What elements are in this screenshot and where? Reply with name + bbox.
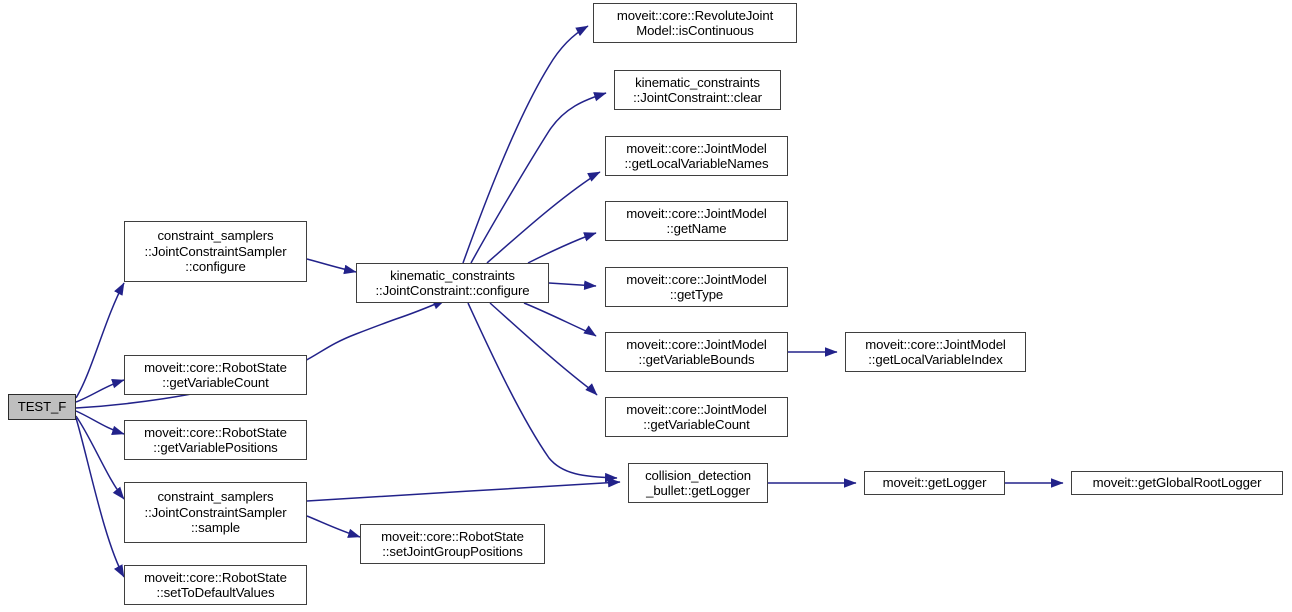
- edge-jcs_sample-to-rs_setjointgrouppositions: [306, 515, 361, 538]
- node-label: collision_detection _bullet::getLogger: [645, 467, 751, 499]
- edge-test_f-to-rs_getvariablecount: [75, 379, 125, 403]
- node-label: moveit::getGlobalRootLogger: [1092, 475, 1262, 491]
- node-label: moveit::core::JointModel ::getType: [626, 271, 767, 303]
- node-jm_getname[interactable]: moveit::core::JointModel ::getName: [605, 201, 788, 241]
- node-label: moveit::getLogger: [882, 475, 987, 491]
- node-jm_getlocalvariablenames[interactable]: moveit::core::JointModel ::getLocalVaria…: [605, 136, 788, 176]
- node-label: moveit::core::RobotState ::setToDefaultV…: [144, 569, 287, 601]
- node-label: TEST_F: [17, 399, 67, 415]
- node-rs_getvariablecount[interactable]: moveit::core::RobotState ::getVariableCo…: [124, 355, 307, 395]
- node-label: kinematic_constraints ::JointConstraint:…: [633, 74, 762, 106]
- node-rjm_iscontinuous[interactable]: moveit::core::RevoluteJoint Model::isCon…: [593, 3, 797, 43]
- node-label: moveit::core::RobotState ::setJointGroup…: [381, 528, 524, 560]
- edge-kc_jc_configure-to-cdb_getlogger: [467, 302, 618, 483]
- node-moveit_getlogger[interactable]: moveit::getLogger: [864, 471, 1005, 495]
- node-rs_getvariablepositions[interactable]: moveit::core::RobotState ::getVariablePo…: [124, 420, 307, 460]
- edge-jcs_sample-to-cdb_getlogger: [306, 477, 621, 502]
- node-rs_setjointgrouppositions[interactable]: moveit::core::RobotState ::setJointGroup…: [360, 524, 545, 564]
- node-label: constraint_samplers ::JointConstraintSam…: [144, 489, 287, 536]
- node-label: moveit::core::RobotState ::getVariableCo…: [144, 359, 287, 391]
- node-label: constraint_samplers ::JointConstraintSam…: [144, 228, 287, 275]
- node-label: moveit::core::JointModel ::getLocalVaria…: [865, 336, 1006, 368]
- edge-test_f-to-rs_getvariablepositions: [75, 410, 125, 435]
- node-label: moveit::core::JointModel ::getLocalVaria…: [624, 140, 769, 172]
- edge-test_f-to-rs_settodefaultvalues: [75, 417, 125, 578]
- edge-test_f-to-jcs_configure: [75, 282, 125, 399]
- edge-kc_jc_configure-to-jm_getlocalvariablenames: [486, 171, 601, 264]
- node-kc_jc_clear[interactable]: kinematic_constraints ::JointConstraint:…: [614, 70, 781, 110]
- edge-kc_jc_configure-to-jm_getvariablecount: [489, 302, 598, 396]
- node-jm_gettype[interactable]: moveit::core::JointModel ::getType: [605, 267, 788, 307]
- node-label: moveit::core::RevoluteJoint Model::isCon…: [616, 7, 774, 39]
- node-label: moveit::core::JointModel ::getVariableBo…: [626, 336, 767, 368]
- edge-test_f-to-jcs_sample: [75, 415, 125, 500]
- node-cdb_getlogger[interactable]: collision_detection _bullet::getLogger: [628, 463, 768, 503]
- node-jcs_sample[interactable]: constraint_samplers ::JointConstraintSam…: [124, 482, 307, 543]
- node-test_f[interactable]: TEST_F: [8, 394, 76, 420]
- edge-kc_jc_configure-to-jm_gettype: [548, 280, 597, 290]
- node-kc_jc_configure[interactable]: kinematic_constraints ::JointConstraint:…: [356, 263, 549, 303]
- edge-kc_jc_configure-to-rjm_iscontinuous: [462, 25, 589, 264]
- node-jcs_configure[interactable]: constraint_samplers ::JointConstraintSam…: [124, 221, 307, 282]
- node-moveit_getglobalrootlogger[interactable]: moveit::getGlobalRootLogger: [1071, 471, 1283, 495]
- node-label: kinematic_constraints ::JointConstraint:…: [375, 267, 530, 299]
- edge-kc_jc_configure-to-jm_getname: [527, 232, 597, 264]
- node-jm_getvariablecount[interactable]: moveit::core::JointModel ::getVariableCo…: [605, 397, 788, 437]
- edge-kc_jc_configure-to-kc_jc_clear: [470, 92, 607, 264]
- node-jm_getlocalvariableindex[interactable]: moveit::core::JointModel ::getLocalVaria…: [845, 332, 1026, 372]
- node-label: moveit::core::JointModel ::getVariableCo…: [626, 401, 767, 433]
- node-rs_settodefaultvalues[interactable]: moveit::core::RobotState ::setToDefaultV…: [124, 565, 307, 605]
- node-label: moveit::core::RobotState ::getVariablePo…: [144, 424, 287, 456]
- node-jm_getvariablebounds[interactable]: moveit::core::JointModel ::getVariableBo…: [605, 332, 788, 372]
- edge-kc_jc_configure-to-jm_getvariablebounds: [523, 302, 597, 337]
- node-label: moveit::core::JointModel ::getName: [626, 205, 767, 237]
- edge-jcs_configure-to-kc_jc_configure: [306, 258, 357, 275]
